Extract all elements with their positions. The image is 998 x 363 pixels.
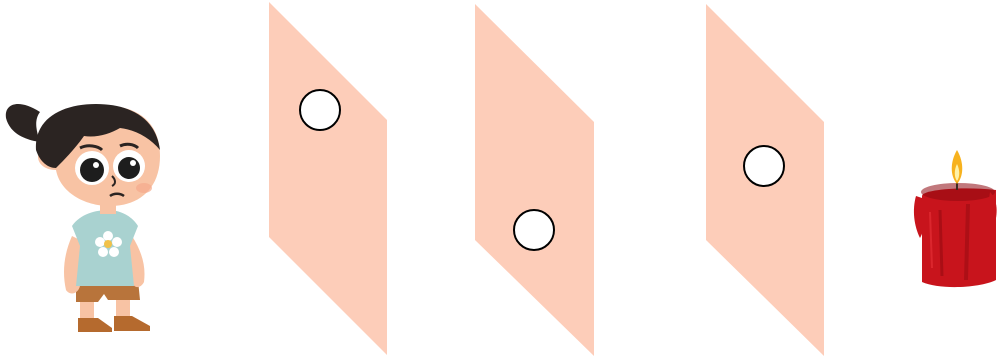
card-2-hole (514, 210, 554, 250)
card-3-hole (744, 146, 784, 186)
girl-cheek (136, 183, 152, 193)
card-1-hole (300, 90, 340, 130)
cards-group (269, 2, 824, 356)
girl-observer (6, 104, 160, 332)
card-1 (269, 2, 387, 355)
girl-right-shoe (114, 316, 150, 331)
candle-icon (914, 150, 997, 287)
candle-drip (914, 196, 924, 238)
card-2 (475, 4, 594, 356)
candle-body (922, 188, 996, 287)
girl-ponytail (6, 104, 40, 142)
girl-left-shoe (78, 318, 112, 332)
